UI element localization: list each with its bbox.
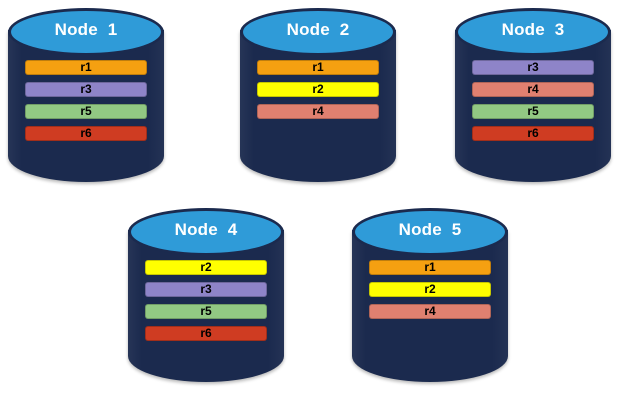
record-list: r3 r4 r5 r6 bbox=[455, 60, 611, 141]
record-bar[interactable]: r3 bbox=[472, 60, 594, 75]
record-bar[interactable]: r6 bbox=[145, 326, 267, 341]
node-4[interactable]: Node 4 r2 r3 r5 r6 bbox=[128, 208, 284, 394]
cylinder-top-ellipse bbox=[8, 8, 164, 56]
record-list: r1 r2 r4 bbox=[240, 60, 396, 119]
record-bar[interactable]: r3 bbox=[145, 282, 267, 297]
record-bar[interactable]: r5 bbox=[25, 104, 147, 119]
node-title: Node 4 bbox=[174, 220, 238, 239]
node-5[interactable]: Node 5 r1 r2 r4 bbox=[352, 208, 508, 394]
record-list: r2 r3 r5 r6 bbox=[128, 260, 284, 341]
node-title: Node 1 bbox=[54, 20, 118, 39]
node-1[interactable]: Node 1 r1 r3 r5 r6 bbox=[8, 8, 164, 194]
record-bar[interactable]: r1 bbox=[257, 60, 379, 75]
cylinder-top-ellipse bbox=[240, 8, 396, 56]
cylinder-top-ellipse bbox=[128, 208, 284, 256]
node-3[interactable]: Node 3 r3 r4 r5 r6 bbox=[455, 8, 611, 194]
record-bar[interactable]: r4 bbox=[472, 82, 594, 97]
record-bar[interactable]: r1 bbox=[369, 260, 491, 275]
record-bar[interactable]: r6 bbox=[25, 126, 147, 141]
record-bar[interactable]: r6 bbox=[472, 126, 594, 141]
record-bar[interactable]: r5 bbox=[145, 304, 267, 319]
record-bar[interactable]: r2 bbox=[145, 260, 267, 275]
cylinder-top-ellipse bbox=[352, 208, 508, 256]
record-bar[interactable]: r5 bbox=[472, 104, 594, 119]
cylinder-top-ellipse bbox=[455, 8, 611, 56]
record-list: r1 r2 r4 bbox=[352, 260, 508, 319]
record-list: r1 r3 r5 r6 bbox=[8, 60, 164, 141]
record-bar[interactable]: r4 bbox=[257, 104, 379, 119]
node-title: Node 2 bbox=[286, 20, 350, 39]
record-bar[interactable]: r3 bbox=[25, 82, 147, 97]
node-2[interactable]: Node 2 r1 r2 r4 bbox=[240, 8, 396, 194]
node-title: Node 5 bbox=[398, 220, 462, 239]
record-bar[interactable]: r2 bbox=[257, 82, 379, 97]
record-bar[interactable]: r4 bbox=[369, 304, 491, 319]
record-bar[interactable]: r2 bbox=[369, 282, 491, 297]
node-title: Node 3 bbox=[501, 20, 565, 39]
record-bar[interactable]: r1 bbox=[25, 60, 147, 75]
